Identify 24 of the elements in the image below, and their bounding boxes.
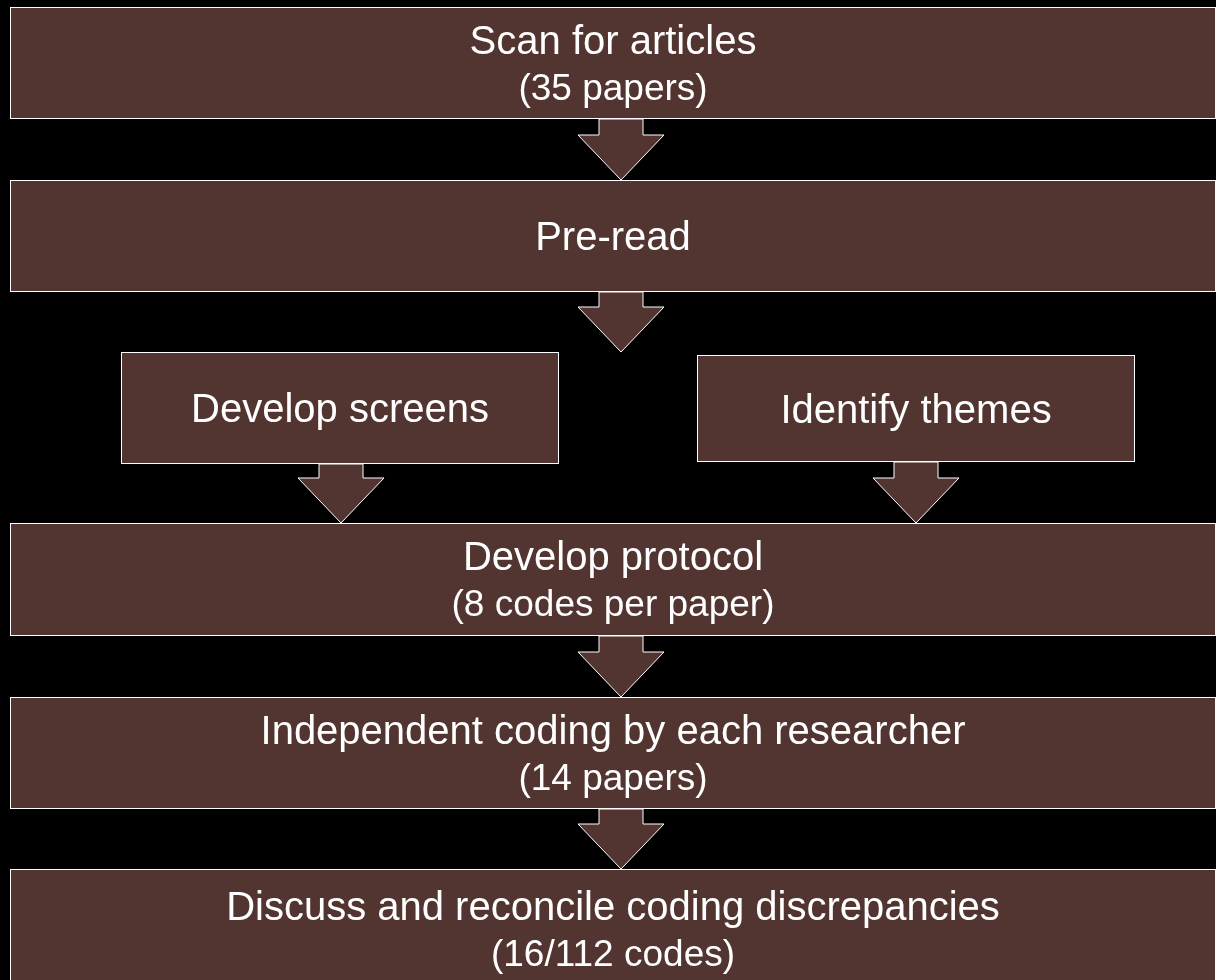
box-label: Scan for articles [469, 16, 757, 64]
block-arrow [872, 461, 960, 524]
process-box [121, 352, 559, 464]
box-subtext: (35 papers) [518, 65, 708, 110]
process-box [10, 7, 1216, 119]
box-subtext: (14 papers) [518, 755, 708, 800]
block-arrow [577, 291, 665, 353]
box-label: Discuss and reconcile coding discrepancies [226, 882, 1000, 930]
box-label: Pre-read [535, 213, 691, 260]
block-arrow [577, 808, 665, 870]
process-box [10, 869, 1216, 980]
box-subtext: (8 codes per paper) [451, 582, 775, 627]
process-box [10, 523, 1216, 636]
box-label: Identify themes [780, 385, 1052, 433]
process-box [697, 355, 1135, 462]
box-subtext: (16/112 codes) [490, 931, 736, 976]
process-box [10, 180, 1216, 292]
block-arrow [577, 635, 665, 698]
box-label: Develop screens [191, 385, 489, 432]
box-label: Independent coding by each researcher [260, 706, 966, 754]
block-arrow [297, 463, 385, 524]
block-arrow [577, 118, 665, 181]
process-box [10, 697, 1216, 809]
box-label: Develop protocol [462, 533, 764, 581]
